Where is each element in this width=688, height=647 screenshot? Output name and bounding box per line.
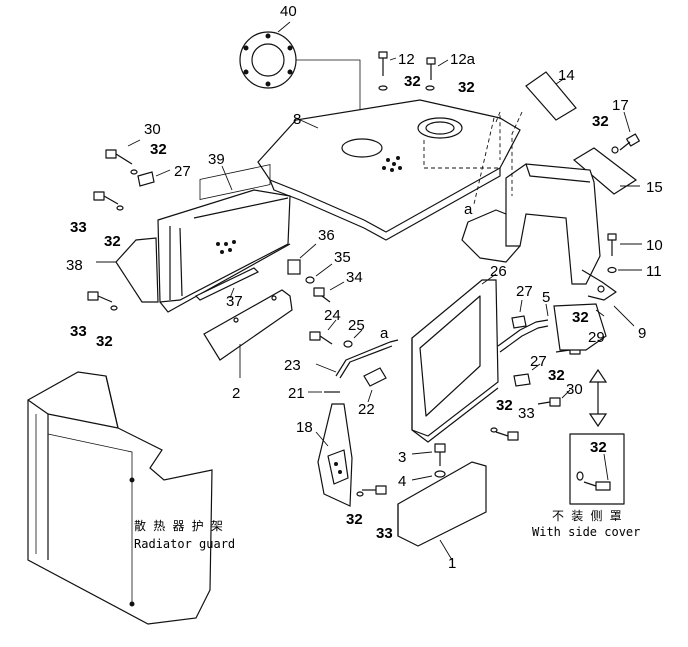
side-cover-en: With side cover: [532, 525, 640, 539]
clip-27-left: [137, 169, 171, 187]
label-25: 25: [348, 317, 365, 334]
label-27-upper: 27: [516, 283, 533, 300]
label-32-j: 32: [346, 511, 363, 528]
bracket-18: [315, 403, 353, 507]
washer-4: [411, 470, 446, 481]
radiator-guard: [27, 371, 213, 625]
callout-labels: 40 8 12 12a 32 32 14 17 32 15 10 11 9 a …: [66, 3, 663, 572]
right-frame: [461, 111, 635, 327]
side-cover-inset: [569, 433, 625, 505]
label-33-c: 33: [518, 405, 535, 422]
label-29: 29: [588, 329, 605, 346]
clip-27-upper: [511, 299, 527, 329]
label-aref-2: a: [380, 325, 389, 342]
bolt-33-lower-mid: [356, 485, 387, 497]
cover-2: [203, 289, 293, 378]
label-12a: 12a: [450, 51, 476, 68]
bolt-24: [309, 319, 337, 345]
label-26: 26: [490, 263, 507, 280]
bolt-17: [611, 111, 640, 154]
clip-27-lower: [513, 363, 541, 387]
label-32-f: 32: [96, 333, 113, 350]
bolt-33-lower-left: [87, 291, 118, 311]
side-bracket-6: [553, 303, 607, 351]
label-40: 40: [280, 3, 297, 20]
label-15: 15: [646, 179, 663, 196]
label-1: 1: [448, 555, 456, 572]
label-11: 11: [646, 263, 662, 280]
bracket-38: [96, 237, 159, 303]
bolt-33-upper-left: [93, 191, 124, 211]
label-36: 36: [318, 227, 335, 244]
side-panel-39: [157, 164, 291, 313]
bolt-3: [411, 443, 446, 466]
label-35: 35: [334, 249, 351, 266]
plate-1: [397, 461, 487, 561]
label-9: 9: [638, 325, 646, 342]
plate-15: [572, 147, 640, 195]
bolt-30-right: [537, 389, 571, 407]
label-32-d: 32: [150, 141, 167, 158]
label-32-k: 32: [590, 439, 607, 456]
label-2: 2: [232, 385, 240, 402]
label-37: 37: [226, 293, 243, 310]
captions: 散 热 器 护 架 Radiator guard 不 装 侧 罩 With si…: [134, 509, 640, 551]
label-17: 17: [612, 97, 629, 114]
label-32-c: 32: [592, 113, 609, 130]
label-10: 10: [646, 237, 663, 254]
label-27-lower: 27: [530, 353, 547, 370]
label-38: 38: [66, 257, 83, 274]
label-34: 34: [346, 269, 363, 286]
bolt-12: [378, 51, 397, 91]
bolt-33-right: [490, 427, 519, 441]
latch-22: [363, 367, 387, 403]
label-32-i: 32: [496, 397, 513, 414]
label-18: 18: [296, 419, 313, 436]
handle-5: [497, 303, 549, 353]
gasket-40: [239, 21, 361, 140]
label-32-a: 32: [404, 73, 421, 90]
radiator-guard-cn: 散 热 器 护 架: [134, 518, 223, 533]
label-8: 8: [293, 111, 301, 128]
side-cover-cn: 不 装 侧 罩: [552, 509, 622, 523]
washer-11: [607, 266, 642, 274]
label-4: 4: [398, 473, 406, 490]
label-3: 3: [398, 449, 406, 466]
label-21: 21: [288, 385, 305, 402]
label-32-h: 32: [548, 367, 565, 384]
label-33-a: 33: [70, 219, 87, 236]
label-27-left: 27: [174, 163, 191, 180]
label-30-left: 30: [144, 121, 161, 138]
top-plate-8: [257, 99, 521, 241]
label-22: 22: [358, 401, 375, 418]
label-14: 14: [558, 67, 575, 84]
radiator-guard-en: Radiator guard: [134, 537, 235, 551]
label-5: 5: [542, 289, 550, 306]
label-32-b: 32: [458, 79, 475, 96]
plate-14: [525, 71, 577, 121]
strip-37: [194, 267, 260, 301]
double-arrow: [588, 368, 608, 428]
washer-25: [343, 329, 363, 348]
label-aref-1: a: [464, 201, 473, 218]
bolt-12a: [425, 57, 449, 91]
label-32-e: 32: [104, 233, 121, 250]
bolt-10: [607, 233, 642, 256]
label-39: 39: [208, 151, 225, 168]
label-23: 23: [284, 357, 301, 374]
label-32-g: 32: [572, 309, 589, 326]
rod-23: [315, 339, 399, 379]
label-33-b: 33: [70, 323, 87, 340]
label-12: 12: [398, 51, 415, 68]
label-24: 24: [324, 307, 341, 324]
bolt-34: [313, 281, 345, 303]
bolt-30-left: [105, 139, 141, 175]
door-26: [411, 273, 499, 443]
label-30-right: 30: [566, 381, 583, 398]
clip-36: [287, 243, 317, 275]
label-33-d: 33: [376, 525, 393, 542]
washer-35: [305, 263, 333, 284]
